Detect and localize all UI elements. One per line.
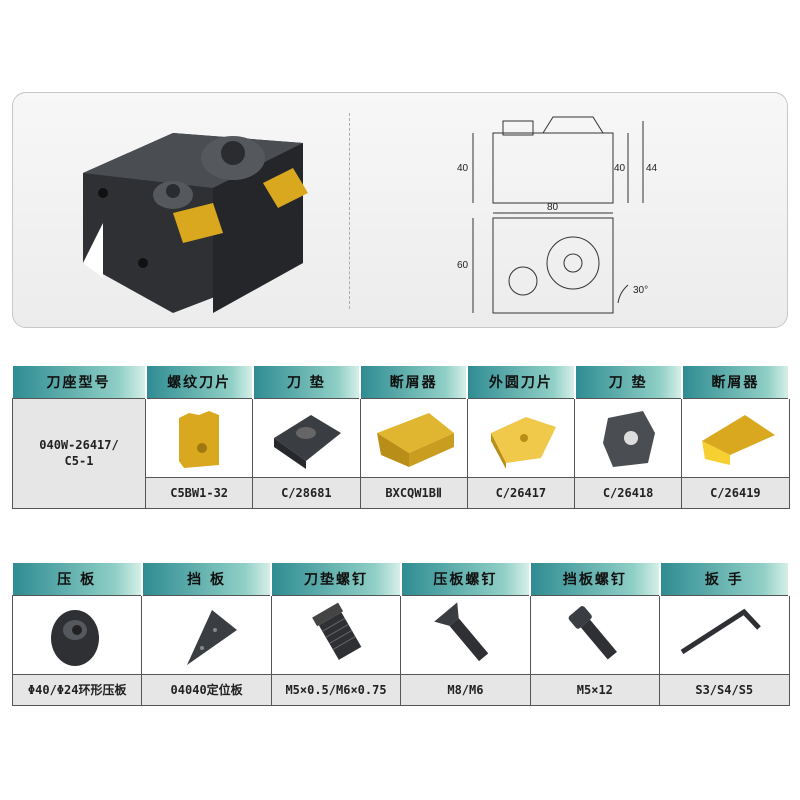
code-shim-2: C/26418: [573, 476, 683, 509]
technical-drawing: 40 40 44 80 60 30°: [457, 116, 658, 314]
dim-depth-60: 60: [457, 260, 469, 271]
code-thread-insert: C5BW1-32: [144, 476, 254, 509]
code-shim-screw: M5×0.5/M6×0.75: [270, 673, 402, 706]
header-stop-plate: 挡 板: [141, 563, 273, 595]
turning-insert-image: [466, 397, 576, 478]
thread-insert-image: [144, 397, 254, 478]
header-holder-model: 刀座型号: [12, 366, 147, 398]
shim-image: [252, 397, 361, 478]
model-line-2: C5-1: [64, 454, 94, 468]
holder-model-cell: 040W-26417/C5-1: [12, 397, 146, 509]
header-shim-screw: 刀垫螺钉: [271, 563, 402, 595]
header-shim: 刀 垫: [252, 366, 362, 398]
wrench-image: [659, 594, 790, 675]
code-stop-screw: M5×12: [529, 673, 661, 706]
code-clamp-plate: Φ40/Φ24环形压板: [11, 673, 143, 706]
code-chipbreaker: BXCQW1BⅡ: [359, 476, 468, 509]
code-shim: C/28681: [252, 476, 361, 509]
header-turning-insert: 外圆刀片: [467, 366, 576, 398]
stop-plate-image: [141, 594, 272, 675]
header-clamp-screw: 压板螺钉: [400, 563, 532, 595]
code-wrench: S3/S4/S5: [659, 673, 790, 706]
code-turning-insert: C/26417: [466, 476, 576, 509]
header-stop-screw: 挡板螺钉: [530, 563, 661, 595]
panel-divider: [349, 113, 350, 309]
tool-holder-3d-image: [83, 133, 308, 313]
shim-screw-image: [270, 594, 402, 675]
dim-angle-30: 30°: [633, 285, 648, 296]
shim-2-image: [573, 397, 683, 478]
dim-height-40-right: 40: [614, 163, 626, 174]
dim-height-44: 44: [646, 163, 658, 174]
header-chipbreaker-2: 断屑器: [681, 366, 791, 398]
code-chipbreaker-2: C/26419: [681, 476, 790, 509]
header-thread-insert: 螺纹刀片: [145, 366, 254, 398]
stop-screw-image: [529, 594, 661, 675]
dim-width-80: 80: [547, 202, 559, 213]
header-wrench: 扳 手: [659, 563, 791, 595]
code-stop-plate: 04040定位板: [141, 673, 272, 706]
chipbreaker-image: [359, 397, 468, 478]
dim-height-40: 40: [457, 163, 469, 174]
code-clamp-screw: M8/M6: [400, 673, 531, 706]
header-clamp-plate: 压 板: [12, 563, 143, 595]
clamp-screw-image: [400, 594, 531, 675]
header-shim-2: 刀 垫: [574, 366, 683, 398]
chipbreaker-2-image: [681, 397, 790, 478]
accessories-table: 压 板 挡 板 刀垫螺钉 压板螺钉 挡板螺钉 扳 手 Φ40/Φ24环形压板 0…: [11, 563, 791, 706]
model-line-1: 040W-26417/: [39, 438, 119, 452]
header-chipbreaker: 断屑器: [360, 366, 469, 398]
insert-parts-table: 刀座型号 螺纹刀片 刀 垫 断屑器 外圆刀片 刀 垫 断屑器 040W-2641…: [12, 366, 791, 509]
tool-holder-overview-panel: 40 40 44 80 60 30°: [12, 92, 788, 328]
clamp-plate-image: [11, 594, 143, 675]
